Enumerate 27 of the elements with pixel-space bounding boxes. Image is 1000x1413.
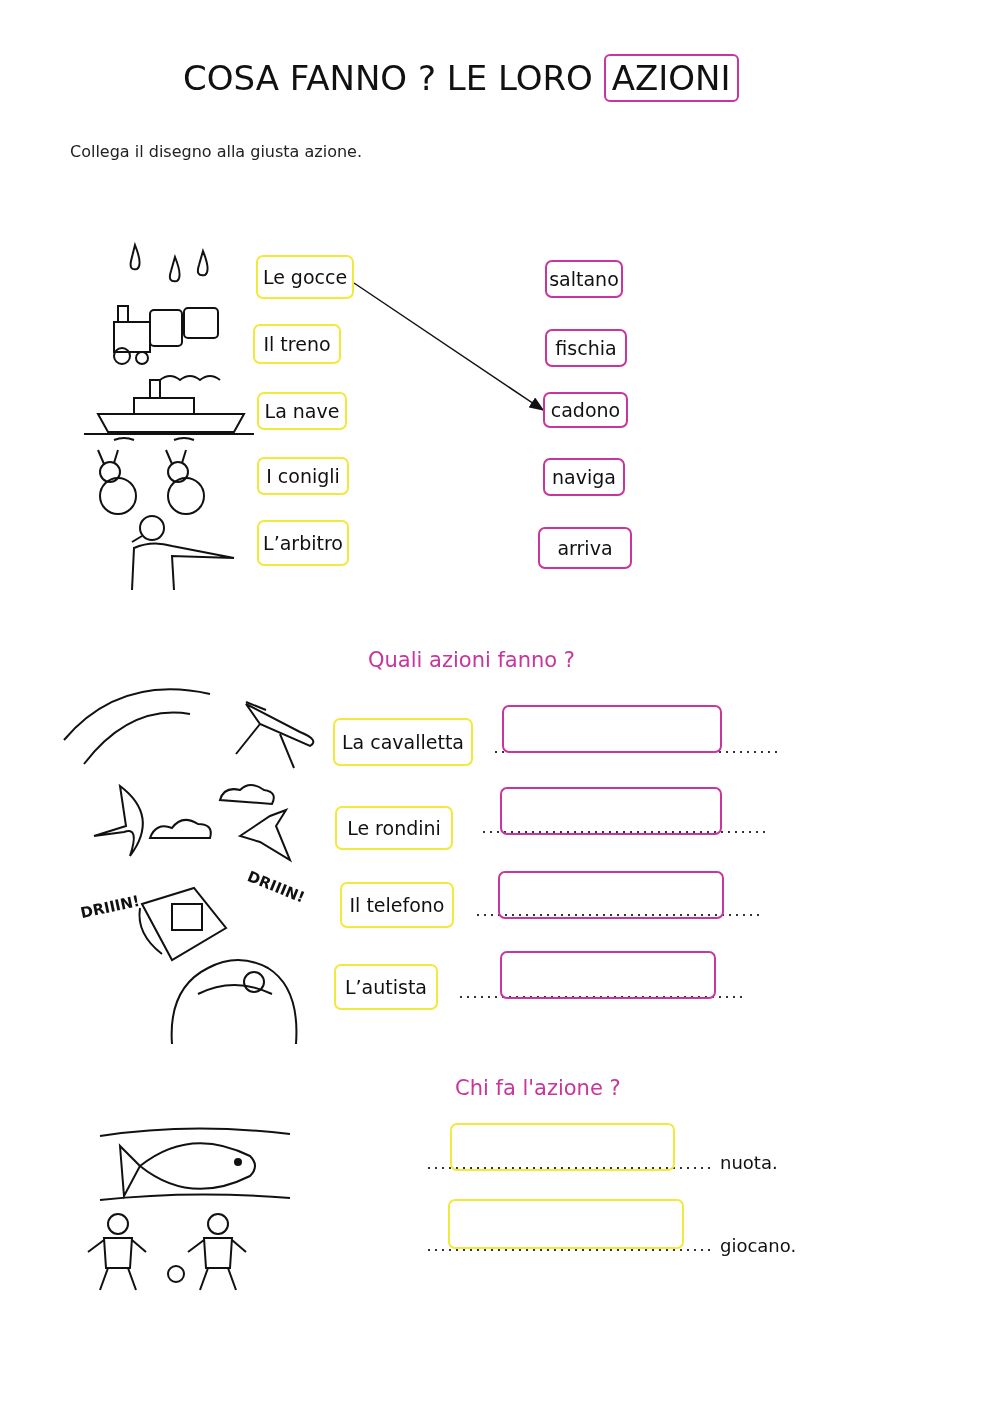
word-card: La nave (257, 392, 347, 430)
word-card: saltano (545, 260, 623, 298)
fill-in-box (500, 951, 716, 999)
fill-in-box (500, 787, 722, 835)
instruction-text: Collega il disegno alla giusta azione. (70, 142, 362, 161)
word-card: I conigli (257, 457, 349, 495)
fill-in-box (498, 871, 724, 919)
word-card: cadono (543, 392, 628, 428)
word-card: Il telefono (340, 882, 454, 928)
word-card: Le gocce (256, 255, 354, 299)
sound-word: DRIIIN! (78, 891, 142, 923)
word-card: arriva (538, 527, 632, 569)
sentence-ending: giocano. (720, 1235, 797, 1256)
word-card: Il treno (253, 324, 341, 364)
word-card: Le rondini (335, 806, 453, 850)
word-card: naviga (543, 458, 625, 496)
sentence-ending: nuota. (720, 1152, 778, 1173)
section-heading: Quali azioni fanno ? (368, 648, 575, 672)
word-card: La cavalletta (333, 718, 473, 766)
word-card: L’arbitro (257, 520, 349, 566)
fill-in-box (448, 1199, 684, 1249)
section-heading: Chi fa l'azione ? (455, 1076, 621, 1100)
fill-in-box (450, 1123, 675, 1171)
fill-in-box (502, 705, 722, 753)
word-card: L’autista (334, 964, 438, 1010)
word-card: fischia (545, 329, 627, 367)
arrow (353, 282, 545, 411)
